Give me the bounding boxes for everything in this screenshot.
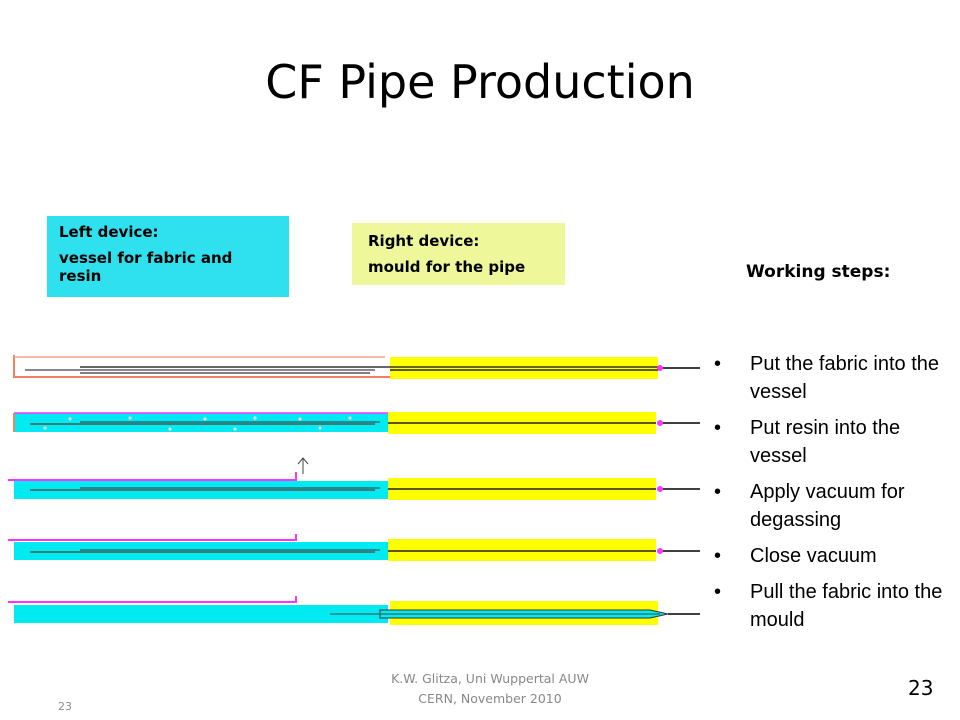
step-1: Put the fabric into the vessel [712, 350, 957, 406]
working-steps-heading: Working steps: [746, 262, 891, 282]
stage-3-vacuum-degassing [8, 457, 700, 500]
left-device-description: vessel for fabric and resin [59, 249, 233, 285]
footer-author: K.W. Glitza, Uni Wuppertal AUW [391, 671, 589, 686]
right-device-label: Right device: [368, 232, 480, 250]
left-device-box: Left device: vessel for fabric and resin [47, 216, 289, 297]
step-3: Apply vacuum for degassing [712, 478, 957, 534]
pipe-production-diagram [8, 355, 700, 625]
working-steps-list: Put the fabric into the vessel Put resin… [712, 350, 957, 642]
right-device-description: mould for the pipe [368, 258, 526, 276]
stage-4-vacuum-closed [8, 534, 700, 561]
page-number-small: 23 [58, 700, 72, 713]
left-device-label: Left device: [59, 223, 159, 241]
slide-title: CF Pipe Production [265, 55, 695, 109]
page-number: 23 [908, 676, 934, 700]
step-5: Pull the fabric into the mould [712, 578, 957, 634]
step-4: Close vacuum [712, 542, 957, 570]
slide-footer: K.W. Glitza, Uni Wuppertal AUW CERN, Nov… [340, 669, 640, 709]
right-device-box: Right device: mould for the pipe [352, 223, 565, 285]
stage-1-empty-vessel [13, 355, 700, 379]
stage-5-fabric-in-mould [8, 596, 700, 625]
footer-venue: CERN, November 2010 [418, 691, 562, 706]
stage-2-resin-in-vessel [13, 412, 700, 434]
step-2: Put resin into the vessel [712, 414, 957, 470]
